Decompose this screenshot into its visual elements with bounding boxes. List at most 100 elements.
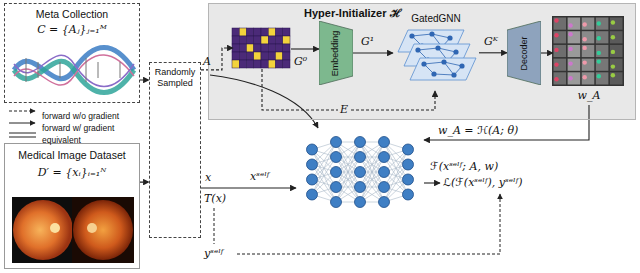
grid-cell xyxy=(276,52,283,60)
grid-cell xyxy=(283,36,290,44)
grid-cell xyxy=(283,28,290,36)
network-neuron xyxy=(403,159,414,170)
filter-tile xyxy=(610,59,623,71)
dashed-arrow xyxy=(201,48,233,70)
network-neuron xyxy=(379,152,390,163)
grid-cell xyxy=(283,52,290,60)
legend-line xyxy=(9,133,36,134)
helix-strand xyxy=(14,55,134,85)
gnn-block: GatedGNN xyxy=(393,13,479,91)
filter-tile xyxy=(610,72,623,84)
grid-cell xyxy=(247,44,254,52)
network-neuron xyxy=(355,182,366,193)
dna-illustration xyxy=(14,48,134,93)
legend-text: forward w/ gradient xyxy=(42,122,114,134)
grid-cell xyxy=(254,36,261,44)
dataset-box: Medical Image DatasetD′ = {xᵢ}ᵢ₌₁ᴺ xyxy=(4,143,140,269)
solid-arrow xyxy=(201,187,296,188)
graph-vertex xyxy=(409,33,414,38)
panel-ground xyxy=(208,3,636,120)
solid-arrow xyxy=(479,52,507,53)
grid-cell xyxy=(268,60,275,68)
filter-spot xyxy=(583,22,587,26)
filter-spot xyxy=(611,50,615,54)
graph-grid: G⁰ xyxy=(233,29,291,69)
grid-cell xyxy=(261,60,268,68)
graph-vertex xyxy=(459,63,464,68)
filter-tile xyxy=(582,59,595,71)
grid-cell xyxy=(261,44,268,52)
network-neuron xyxy=(331,167,342,178)
dashed-line xyxy=(214,208,215,244)
filter-tile xyxy=(596,45,609,57)
grid-cell xyxy=(276,36,283,44)
filter-spot xyxy=(568,61,572,65)
network-neuron xyxy=(379,167,390,178)
grid-cell xyxy=(283,44,290,52)
filter-spot xyxy=(554,48,558,52)
filter-spot xyxy=(554,33,558,37)
filter-spot xyxy=(583,37,587,41)
legend-text: forward w/o gradient xyxy=(42,110,119,122)
grid-cell xyxy=(239,44,246,52)
dashed-arrow xyxy=(237,194,500,254)
filter-tile xyxy=(568,72,581,84)
graph-edge xyxy=(424,62,444,64)
network-link xyxy=(336,157,360,202)
network-neuron xyxy=(331,152,342,163)
legend-sample xyxy=(8,106,38,116)
network-neuron xyxy=(379,137,390,148)
filter-spot xyxy=(597,51,601,55)
filter-tile xyxy=(582,45,595,57)
set-formula: C = {Aⱼ}ⱼ₌₁ᴹ xyxy=(5,23,139,36)
network-neuron xyxy=(355,167,366,178)
filter-spot xyxy=(568,47,572,51)
grid-cell xyxy=(247,60,254,68)
filter-spot xyxy=(597,74,601,78)
grid-cell xyxy=(232,60,239,68)
grid-cell xyxy=(268,52,275,60)
network-link xyxy=(336,157,360,202)
solid-arrow xyxy=(424,105,589,140)
graph-vertex xyxy=(431,71,436,76)
grid-cell xyxy=(239,36,246,44)
grid-cell xyxy=(268,28,275,36)
network-link xyxy=(360,142,384,187)
graph-edge xyxy=(418,48,438,50)
decoder-trapezoid: Decoder xyxy=(507,21,541,85)
graph-stack xyxy=(398,30,476,80)
grid-cell xyxy=(247,36,254,44)
graph-vertex xyxy=(451,72,456,77)
filter-spot xyxy=(554,77,558,81)
grid-cell xyxy=(239,60,246,68)
filter-tile xyxy=(554,45,567,57)
box-title: Meta Collection xyxy=(5,8,139,21)
network-neuron xyxy=(403,189,414,200)
graph-vertex xyxy=(435,45,440,50)
grid-cell xyxy=(239,28,246,36)
block-title: GatedGNN xyxy=(393,13,479,25)
network-neuron xyxy=(355,197,366,208)
math-label: T(x) xyxy=(204,192,226,205)
math-label: yˢᵉˡᶠ xyxy=(204,247,223,260)
filter-tile xyxy=(610,45,623,57)
filter-tile xyxy=(554,59,567,71)
graph-vertex xyxy=(441,59,446,64)
legend-sample xyxy=(8,130,38,140)
filter-tile xyxy=(582,72,595,84)
box-title: Randomly Sampled xyxy=(152,67,198,89)
grid-cell xyxy=(268,36,275,44)
grid-cell xyxy=(261,28,268,36)
optic-disc xyxy=(50,223,60,233)
solid-arrow xyxy=(210,75,318,128)
grid-cell xyxy=(276,44,283,52)
filter-tile xyxy=(582,31,595,43)
grid-cell xyxy=(254,44,261,52)
filter-tile xyxy=(554,72,567,84)
math-label: xˢᵉˡᶠ xyxy=(250,170,269,183)
filter-spot xyxy=(568,23,572,27)
network-output: ℱ(xˢᵉˡᶠ; A, w) xyxy=(430,160,558,173)
filter-spot xyxy=(583,46,587,50)
network-neuron xyxy=(403,174,414,185)
